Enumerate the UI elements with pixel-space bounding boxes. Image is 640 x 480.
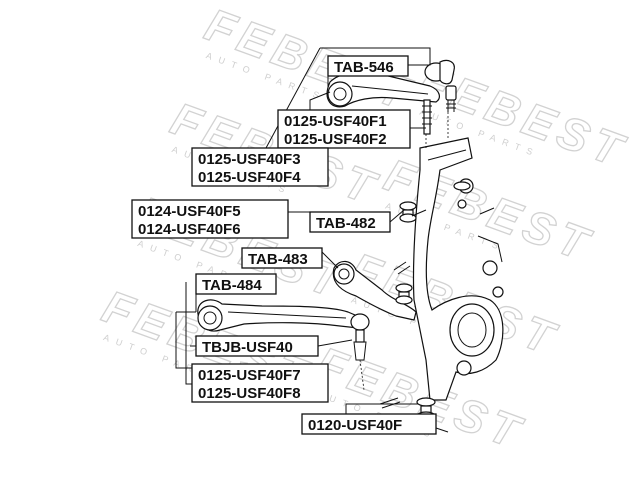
- label-tab-482: TAB-482: [309, 211, 391, 233]
- lower-ball-joint: [350, 313, 370, 361]
- label-text: TAB-484: [202, 277, 262, 294]
- label-text: TAB-482: [316, 215, 376, 232]
- label-text: 0125-USF40F8: [198, 385, 301, 402]
- label-text: 0120-USF40F: [308, 417, 402, 434]
- upper-ball-joint: [424, 59, 457, 112]
- leader-lines: [175, 47, 431, 414]
- label-text: TBJB-USF40: [202, 339, 293, 356]
- label-tbjb-usf40: TBJB-USF40: [195, 335, 319, 357]
- bushing-washer: [395, 181, 471, 421]
- label-text: 0124-USF40F5: [138, 203, 241, 220]
- label-text: 0124-USF40F6: [138, 221, 241, 238]
- label-tab-483: TAB-483: [241, 247, 323, 269]
- label-tab-484: TAB-484: [195, 273, 277, 295]
- label-text: TAB-546: [334, 59, 394, 76]
- label-text: 0125-USF40F7: [198, 367, 301, 384]
- label-0125-usf40f3-f4: 0125-USF40F3 0125-USF40F4: [191, 147, 329, 187]
- label-tab-546: TAB-546: [327, 55, 409, 77]
- label-0124-usf40f5-f6: 0124-USF40F5 0124-USF40F6: [131, 199, 289, 239]
- label-text: 0125-USF40F4: [198, 169, 301, 186]
- label-0125-usf40f7-f8: 0125-USF40F7 0125-USF40F8: [191, 363, 329, 403]
- label-text: 0125-USF40F1: [284, 113, 387, 130]
- label-text: TAB-483: [248, 251, 308, 268]
- label-text: 0125-USF40F2: [284, 131, 387, 148]
- lower-control-arm: [197, 299, 363, 332]
- label-text: 0125-USF40F3: [198, 151, 301, 168]
- upper-bolt: [422, 99, 432, 135]
- label-0125-usf40f1-f2: 0125-USF40F1 0125-USF40F2: [277, 109, 411, 149]
- middle-arm: [332, 260, 417, 321]
- label-0120-usf40f: 0120-USF40F: [301, 413, 437, 435]
